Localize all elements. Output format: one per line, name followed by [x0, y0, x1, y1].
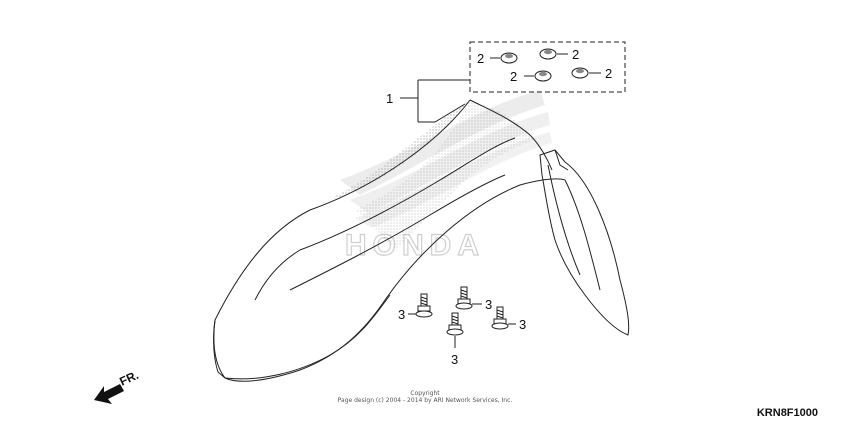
- bolt-b: [455, 286, 482, 310]
- grommet-group-box: [469, 41, 626, 93]
- callout-2b: 2: [572, 47, 579, 62]
- grommet-a: [490, 52, 518, 64]
- direction-label: FR.: [117, 368, 140, 389]
- callout-3d: 3: [451, 352, 458, 367]
- leader-part-1: [400, 79, 470, 123]
- callout-2c: 2: [510, 69, 517, 84]
- front-fender: [213, 99, 630, 382]
- callout-1: 1: [386, 91, 393, 106]
- grommet-b: [539, 48, 568, 60]
- callout-3c: 3: [519, 317, 526, 332]
- diagram-code: KRN8F1000: [757, 407, 818, 419]
- callout-3a: 3: [398, 307, 405, 322]
- bolt-a: [408, 293, 433, 318]
- grommet-d: [571, 67, 601, 79]
- callout-2a: 2: [477, 51, 484, 66]
- grommet-c: [524, 70, 552, 82]
- callout-2d: 2: [605, 66, 612, 81]
- bolt-d: [446, 312, 464, 348]
- callout-3b: 3: [485, 297, 492, 312]
- copyright-line-2: Page design (c) 2004 - 2014 by ARI Netwo…: [338, 397, 513, 404]
- honda-watermark-text: HONDA: [345, 229, 485, 262]
- front-direction-arrow-icon: [94, 384, 124, 404]
- bolt-c: [491, 306, 516, 330]
- copyright-line-1: Copyright: [410, 390, 440, 397]
